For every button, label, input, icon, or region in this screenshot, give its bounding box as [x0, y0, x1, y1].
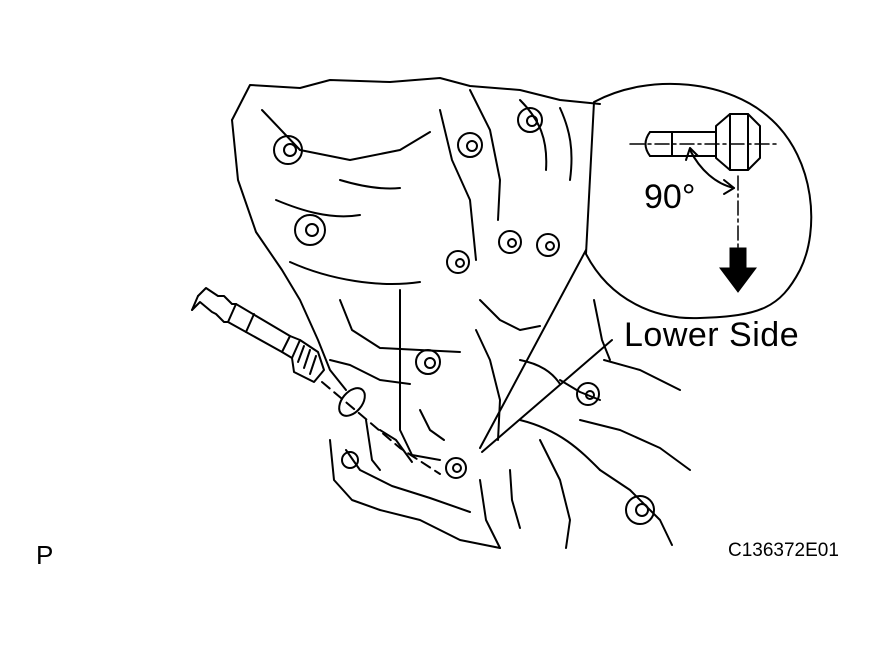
install-line [321, 381, 441, 475]
angle-label: 90° [644, 178, 696, 216]
lower-side-label: Lower Side [624, 316, 800, 354]
down-arrow-icon [719, 247, 757, 293]
bolt-bosses [273, 107, 655, 525]
magnified-callout [479, 82, 813, 453]
sensor-fitting [191, 287, 325, 383]
transmission-case [231, 77, 691, 549]
o-ring [338, 387, 366, 417]
inset-fitting [629, 113, 777, 261]
corner-mark: P [36, 540, 54, 570]
figure-code: C136372E01 [728, 540, 839, 561]
